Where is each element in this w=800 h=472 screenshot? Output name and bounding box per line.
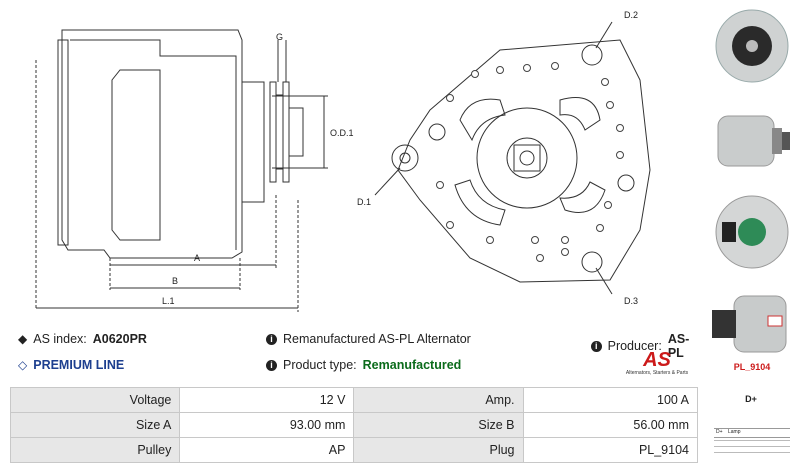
producer-label: Producer:	[607, 339, 662, 353]
divider	[714, 440, 790, 441]
as-index-row: ◆ AS index: A0620PR	[18, 332, 147, 346]
label-d2: D.2	[624, 10, 638, 20]
spec-label: Amp.	[353, 387, 524, 413]
product-thumbnails: PL_9104	[704, 0, 800, 472]
spec-value: AP	[179, 437, 355, 463]
spec-label: Pulley	[9, 437, 181, 463]
spec-label: Voltage	[9, 387, 181, 413]
spec-value: PL_9104	[522, 437, 699, 463]
label-a: A	[194, 253, 200, 263]
label-od1: O.D.1	[330, 128, 354, 138]
info-icon: i	[266, 359, 277, 371]
plug-diagram: D+ D+ Lamp	[706, 392, 796, 468]
table-row: Pulley AP Plug PL_9104	[9, 437, 699, 463]
spec-value: 56.00 mm	[522, 412, 699, 438]
thumbnail-front-view[interactable]	[704, 2, 800, 84]
label-d3: D.3	[624, 296, 638, 306]
label-g: G	[276, 32, 283, 42]
as-index-value: A0620PR	[92, 332, 147, 346]
plug-caption: PL_9104	[733, 362, 771, 372]
description-row: i Remanufactured AS-PL Alternator	[266, 332, 471, 346]
info-icon: i	[591, 340, 602, 352]
spec-value: 93.00 mm	[179, 412, 355, 438]
spec-table: Voltage 12 V Amp. 100 A Size A 93.00 mm …	[9, 387, 699, 463]
product-info: ◆ AS index: A0620PR i Remanufactured AS-…	[14, 326, 704, 386]
product-type-value: Remanufactured	[362, 358, 462, 372]
product-type-label: Product type:	[283, 358, 357, 372]
thumbnail-angle-view[interactable]	[704, 286, 800, 368]
plug-table-col1: D+	[716, 429, 723, 435]
spec-value: 12 V	[179, 387, 355, 413]
logo-tagline: Alternators, Starters & Parts	[625, 370, 689, 376]
producer-row: i Producer: AS-PL	[591, 332, 704, 360]
spec-label: Size B	[353, 412, 524, 438]
product-type-row: i Product type: Remanufactured	[266, 358, 461, 372]
description-text: Remanufactured AS-PL Alternator	[283, 332, 471, 346]
logo-mark: AS	[643, 349, 671, 371]
thumbnail-side-view[interactable]	[704, 98, 800, 180]
label-b: B	[172, 276, 178, 286]
as-pl-logo: AS Alternators, Starters & Parts	[616, 350, 698, 384]
spec-label: Size A	[9, 412, 181, 438]
label-l1: L.1	[162, 296, 175, 306]
info-icon: i	[266, 333, 277, 345]
producer-value: AS-PL	[667, 332, 690, 360]
spec-label: Plug	[353, 437, 524, 463]
plug-terminal: D+	[745, 394, 757, 404]
plug-table: D+ Lamp	[714, 428, 790, 438]
diamond-icon: ◇	[18, 358, 28, 372]
technical-drawing: G O.D.1 A B L.1 D.1 D.2 D.3	[35, 10, 651, 312]
table-row: Size A 93.00 mm Size B 56.00 mm	[9, 412, 699, 438]
plug-table-col2: Lamp	[728, 429, 741, 435]
spec-value: 100 A	[522, 387, 699, 413]
divider	[714, 452, 790, 453]
label-d1: D.1	[357, 197, 371, 207]
as-index-label: AS index:	[33, 332, 87, 346]
tag-icon: ◆	[18, 332, 28, 346]
table-row: Voltage 12 V Amp. 100 A	[9, 387, 699, 413]
premium-line-label: PREMIUM LINE	[33, 358, 125, 372]
premium-line-row: ◇ PREMIUM LINE	[18, 358, 124, 372]
thumbnail-rear-view[interactable]	[704, 192, 800, 274]
divider	[714, 446, 790, 447]
